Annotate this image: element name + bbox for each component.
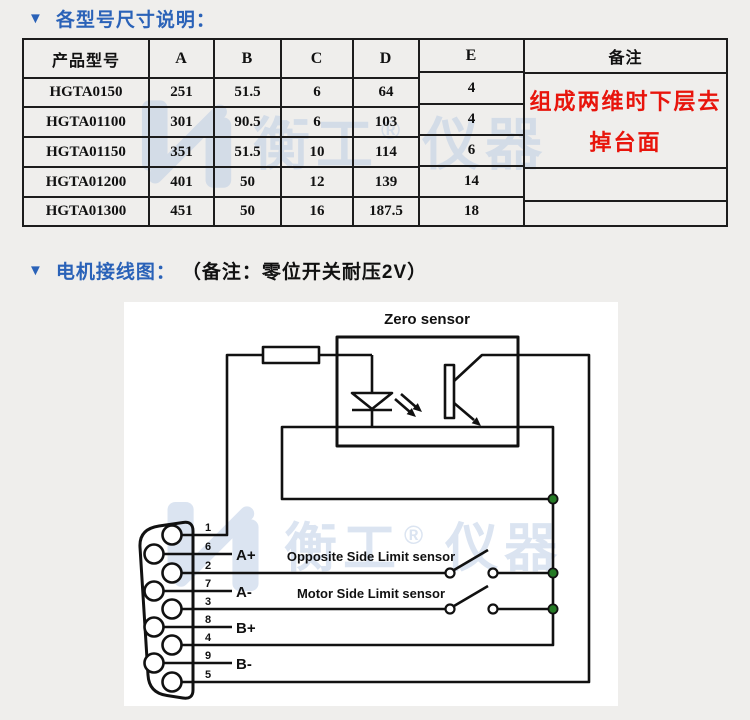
cell-a: 251 <box>150 79 215 108</box>
cell-model: HGTA01200 <box>24 168 150 198</box>
pin5-circle <box>161 671 183 693</box>
spec-table: 产品型号 A B C D E 备注 HGTA0150 251 51.5 6 64… <box>22 38 728 227</box>
col-header-e: E <box>420 40 525 73</box>
cell-c: 6 <box>282 79 354 108</box>
cell-b: 90.5 <box>215 108 282 138</box>
remark-line2: 掉台面 <box>589 130 662 156</box>
cell-model: HGTA01100 <box>24 108 150 138</box>
pin9-label: 9 <box>205 650 211 662</box>
opposite-limit-label: Opposite Side Limit sensor <box>287 549 455 564</box>
light-emission-arrows-icon <box>394 393 422 417</box>
cell-b: 51.5 <box>215 138 282 168</box>
cell-c: 6 <box>282 108 354 138</box>
cell-d: 114 <box>354 138 420 168</box>
db9-pin-circles <box>143 524 183 693</box>
triangle-marker-icon: ▼ <box>28 262 43 279</box>
section2-title: ▼ 电机接线图： （备注：零位开关耐压2V） <box>28 257 427 284</box>
pin3-label: 3 <box>205 596 211 608</box>
cell-d: 64 <box>354 79 420 108</box>
pin3-circle <box>161 598 183 620</box>
cell-model: HGTA01300 <box>24 198 150 225</box>
triangle-marker-icon: ▼ <box>28 10 43 27</box>
pin9-circle <box>143 652 165 674</box>
pin6-label: 6 <box>205 541 211 553</box>
junction-dot <box>547 493 559 505</box>
cell-model: HGTA0150 <box>24 79 150 108</box>
cell-e: 14 <box>420 167 525 198</box>
zero-sensor-box <box>335 335 520 448</box>
pin1-circle <box>161 524 183 546</box>
col-header-model: 产品型号 <box>24 40 150 79</box>
cell-b: 50 <box>215 198 282 225</box>
col-header-d: D <box>354 40 420 79</box>
led-symbol <box>350 355 394 427</box>
pin7-label: 7 <box>205 578 211 590</box>
zero-sensor-label: Zero sensor <box>384 311 470 328</box>
junction-dot <box>547 567 559 579</box>
cell-model: HGTA01150 <box>24 138 150 168</box>
section1-title: ▼ 各型号尺寸说明： <box>28 5 216 32</box>
pin8-circle <box>143 616 165 638</box>
cell-e: 18 <box>420 198 525 225</box>
section2-note: （备注：零位开关耐压2V） <box>181 262 428 283</box>
cell-c: 16 <box>282 198 354 225</box>
cell-c: 12 <box>282 168 354 198</box>
cell-a: 351 <box>150 138 215 168</box>
common-rail-loop <box>280 425 555 501</box>
remark-empty-cell <box>525 202 726 225</box>
cell-b: 50 <box>215 168 282 198</box>
pin5-label: 5 <box>205 669 211 681</box>
led-supply-wire <box>182 353 263 537</box>
pin-number-labels: 1 6 2 7 3 8 4 9 5 <box>205 522 212 681</box>
junction-dot <box>547 603 559 615</box>
cell-e: 6 <box>420 136 525 167</box>
section2-heading: 电机接线图： <box>55 262 176 283</box>
col-header-remark: 备注 <box>525 40 726 74</box>
cell-d: 187.5 <box>354 198 420 225</box>
pin7-circle <box>143 580 165 602</box>
cell-e: 4 <box>420 73 525 105</box>
phototransistor-symbol <box>443 363 481 426</box>
remark-line1: 组成两维时下层去 <box>529 88 722 114</box>
pin4-label: 4 <box>205 632 212 644</box>
cell-c: 10 <box>282 138 354 168</box>
pin2-label: 2 <box>205 560 211 572</box>
cell-a: 401 <box>150 168 215 198</box>
a-plus-label: A+ <box>236 547 256 564</box>
a-minus-label: A- <box>236 584 252 601</box>
resistor-symbol <box>261 345 321 365</box>
motor-wiring-circuit: Zero sensor Opposite Side Limit sensor M… <box>138 311 591 700</box>
col-header-a: A <box>150 40 215 79</box>
motor-limit-label: Motor Side Limit sensor <box>297 586 445 601</box>
pin4-circle <box>161 634 183 656</box>
motor-limit-switch <box>182 584 548 615</box>
pin1-label: 1 <box>205 522 211 534</box>
remark-merged-cell: 组成两维时下层去 掉台面 <box>525 74 726 169</box>
col-header-c: C <box>282 40 354 79</box>
collector-output-wire <box>182 353 591 684</box>
cell-a: 451 <box>150 198 215 225</box>
cell-a: 301 <box>150 108 215 138</box>
cell-d: 103 <box>354 108 420 138</box>
junction-dots <box>547 493 559 615</box>
cell-d: 139 <box>354 168 420 198</box>
remark-empty-cell <box>525 169 726 202</box>
cell-b: 51.5 <box>215 79 282 108</box>
pin8-label: 8 <box>205 614 211 626</box>
b-minus-label: B- <box>236 656 252 673</box>
pin2-circle <box>161 562 183 584</box>
cell-e: 4 <box>420 105 525 136</box>
pin6-circle <box>143 543 165 565</box>
section1-heading: 各型号尺寸说明： <box>55 10 216 31</box>
common-return-wire <box>182 499 555 647</box>
col-header-b: B <box>215 40 282 79</box>
wiring-diagram-panel: 衡工 ® 仪器 <box>124 302 618 706</box>
b-plus-label: B+ <box>236 620 256 637</box>
